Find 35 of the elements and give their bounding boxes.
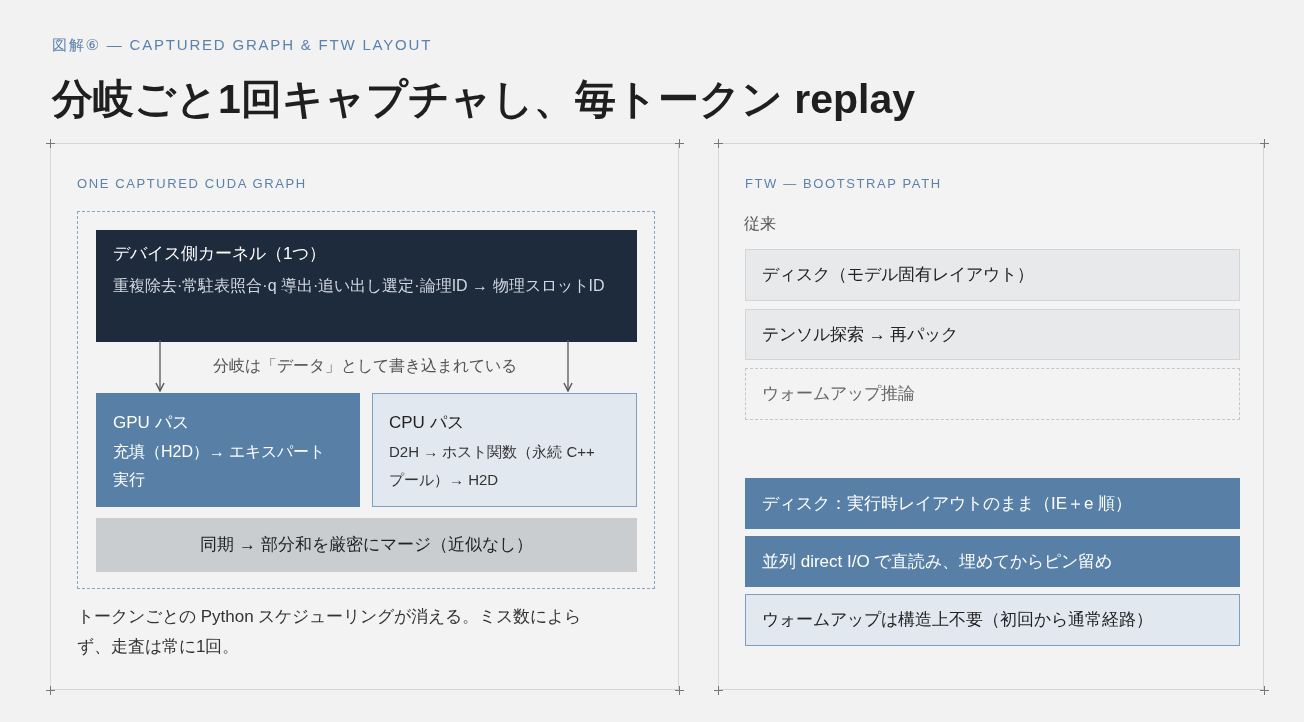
kicker-text: 図解⑥ — CAPTURED GRAPH & FTW LAYOUT — [52, 36, 433, 55]
process-box — [96, 230, 637, 342]
process-box — [372, 393, 637, 507]
process-box — [745, 249, 1240, 301]
dashed-group-box — [77, 211, 655, 589]
process-box — [745, 594, 1240, 646]
edge-note: 分岐は「データ」として書き込まれている — [213, 356, 517, 376]
panel — [50, 143, 679, 690]
panel — [718, 143, 1264, 690]
process-box — [96, 393, 360, 507]
box-heading: デバイス側カーネル（1つ） — [113, 243, 327, 265]
box-text: テンソル探索 → 再パック — [762, 323, 959, 346]
box-text: 並列 direct I/O で直読み、埋めてからピン留め — [762, 550, 1113, 573]
box-text: ディスク：実行時レイアウトのまま（IE＋e 順） — [762, 492, 1133, 515]
box-text: 充填（H2D）→ エキスパート実行 — [113, 442, 327, 490]
dashed-process-box — [745, 368, 1240, 420]
process-box — [745, 536, 1240, 587]
arrow — [563, 339, 573, 392]
box-text: ディスク（モデル固有レイアウト） — [762, 264, 1034, 286]
process-box — [745, 478, 1240, 529]
panel-heading: FTW — BOOTSTRAP PATH — [745, 175, 942, 193]
panel-heading: ONE CAPTURED CUDA GRAPH — [77, 175, 307, 193]
box-heading: CPU パス — [389, 412, 464, 434]
box-heading: GPU パス — [113, 412, 189, 434]
arrow — [155, 339, 165, 392]
title: 分岐ごと1回キャプチャし、毎トークン replay — [52, 75, 915, 124]
group-label: 従来 — [744, 214, 776, 234]
box-text: 重複除去·常駐表照合·q 導出·追い出し選定·論理ID → 物理スロットID — [113, 276, 605, 296]
box-text: ウォームアップ推論 — [762, 383, 915, 405]
process-box — [96, 518, 637, 572]
panel-note: トークンごとの Python スケジューリングが消える。ミス数によらず、走査は常に1回。 — [77, 606, 583, 658]
process-box — [745, 309, 1240, 360]
box-text: 同期 → 部分和を厳密にマージ（近似なし） — [200, 534, 533, 556]
box-text: D2H → ホスト関数（永続 C++ プール）→ H2D — [389, 442, 596, 490]
box-text: ウォームアップは構造上不要（初回から通常経路） — [762, 609, 1153, 631]
